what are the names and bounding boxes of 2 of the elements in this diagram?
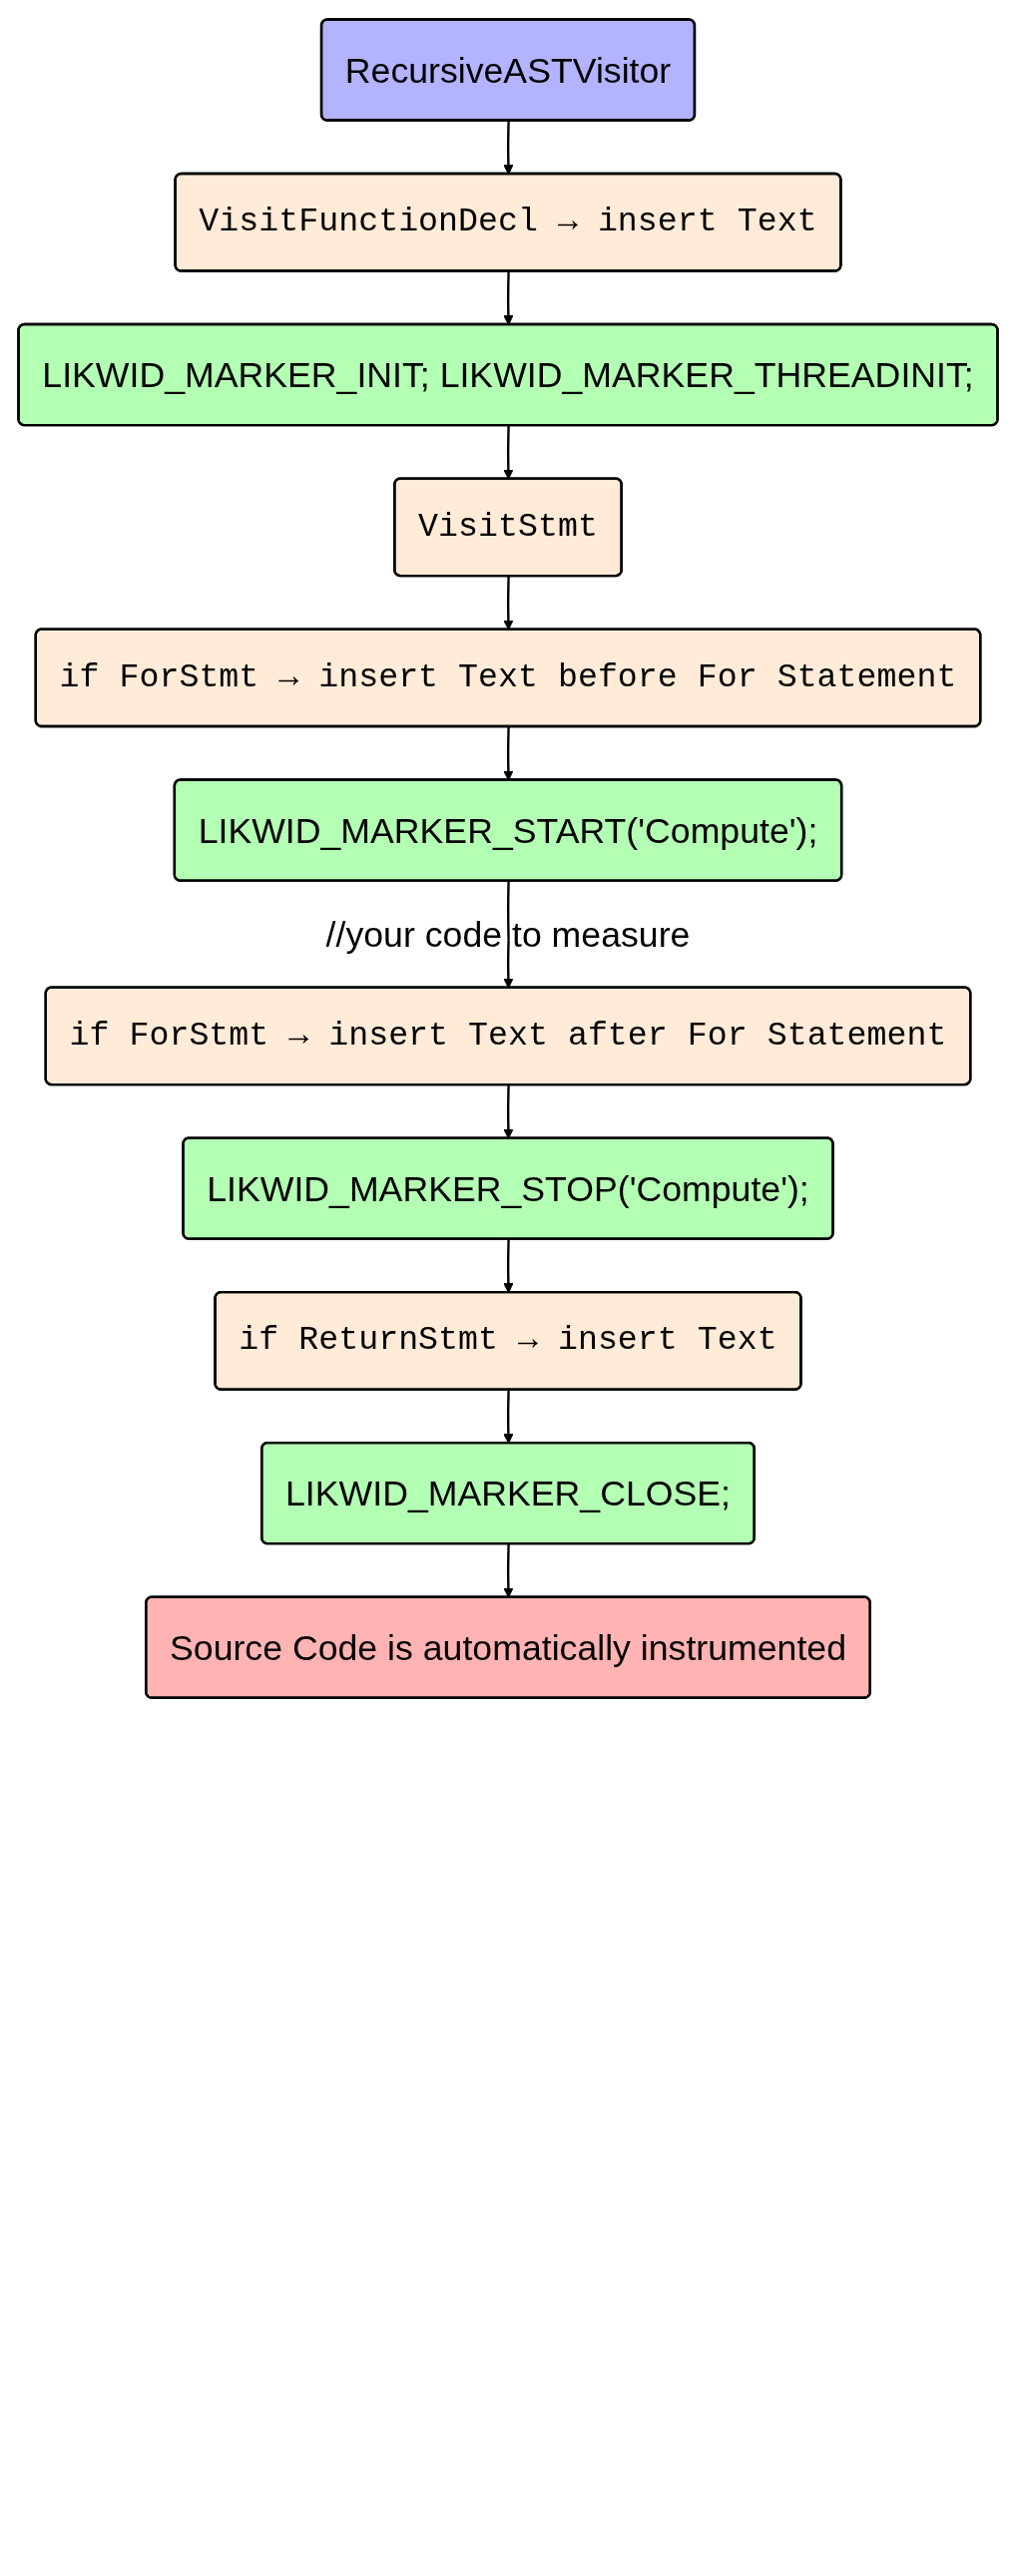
node-text: //your code to measure [325,914,691,954]
connector [507,881,510,941]
